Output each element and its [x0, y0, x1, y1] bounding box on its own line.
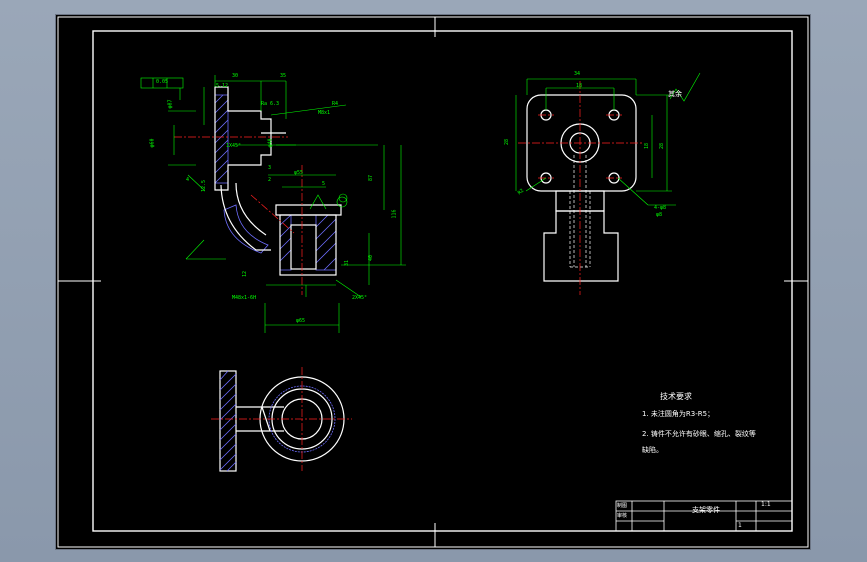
dim-chamfer: 1X45° — [226, 143, 242, 149]
title-block-part-name: 支架零件 — [692, 506, 720, 514]
top-centerlines — [211, 367, 352, 471]
side-view — [515, 72, 701, 295]
front-view-outline — [214, 86, 342, 276]
tech-req-item-3: 缺陷。 — [642, 446, 663, 454]
title-block — [615, 500, 793, 532]
dim-87: 87 — [368, 174, 375, 182]
dim-side-hole-v: 18 — [644, 142, 651, 150]
dim-hole-dia: φ8 — [656, 212, 663, 218]
dim-5: 5 — [322, 181, 326, 187]
top-view-outline — [219, 370, 345, 472]
front-centerlines — [174, 136, 303, 295]
section-hatch — [214, 94, 337, 271]
dim-phi60: φ60 — [149, 138, 156, 148]
front-dimension-lines — [140, 75, 406, 333]
dim-chamfer-2: 2X45° — [352, 295, 368, 301]
dim-side-width: 34 — [574, 71, 581, 77]
top-view — [211, 367, 352, 472]
drawing-sheet — [57, 16, 809, 548]
dim-side-total: 28 — [659, 142, 666, 150]
dim-m8: M8x1 — [318, 110, 331, 116]
dim-2: 2 — [268, 177, 272, 183]
dim-31: 31 — [344, 259, 351, 267]
surface-finish-note: 其余 — [668, 90, 682, 98]
center-marks — [58, 17, 808, 547]
flatness-tolerance: 0.05 — [156, 79, 169, 85]
title-block-row-1: 制图 — [617, 503, 628, 509]
dim-116: 116 — [391, 209, 398, 219]
dim-side-height: 28 — [504, 138, 511, 146]
tech-req-item-1: 1. 未注圆角为R3-R5； — [642, 410, 715, 418]
dim-30: 30 — [232, 73, 239, 79]
dim-phi87: φ87 — [167, 99, 174, 109]
drawing-viewport[interactable]: 0.05 30 35 5.12 R4 M8x1 φ60 φ87 1X45° φ4… — [55, 14, 811, 550]
dim-5-12: 5.12 — [216, 83, 229, 89]
dim-40: 40 — [368, 254, 375, 262]
dim-side-hole-spacing: 18 — [576, 83, 583, 89]
drawing-frame — [92, 30, 793, 532]
tech-req-title: 技术要求 — [660, 392, 692, 401]
title-block-scale: 1:1 — [761, 501, 771, 508]
dim-12-5: 12.5 — [201, 179, 208, 193]
dim-12: 12 — [242, 270, 249, 278]
tech-req-item-2: 2. 铸件不允许有砂眼、缩孔、裂纹等 — [642, 430, 756, 438]
dim-3: 3 — [268, 165, 272, 171]
sheet-border — [57, 16, 809, 548]
title-block-row-2: 审核 — [617, 513, 628, 519]
side-centerlines — [518, 81, 644, 295]
dim-r4: R4 — [332, 101, 339, 107]
dim-holes: 4-φ8 — [654, 205, 667, 211]
front-section-view — [140, 75, 406, 333]
side-dimension-lines — [515, 72, 701, 206]
dim-35: 35 — [280, 73, 287, 79]
dim-phi65: φ65 — [296, 318, 306, 324]
dim-4: 4 — [186, 177, 190, 183]
dim-phi55: φ55 — [294, 170, 304, 176]
top-view-hatch — [219, 370, 336, 472]
roughness-63: Ra 6.3 — [261, 101, 280, 107]
title-block-quantity: 1 — [738, 522, 742, 529]
side-view-outline — [526, 94, 637, 282]
dim-phi40: φ40 — [267, 138, 274, 148]
dim-thread: M48x1-6H — [232, 295, 257, 301]
